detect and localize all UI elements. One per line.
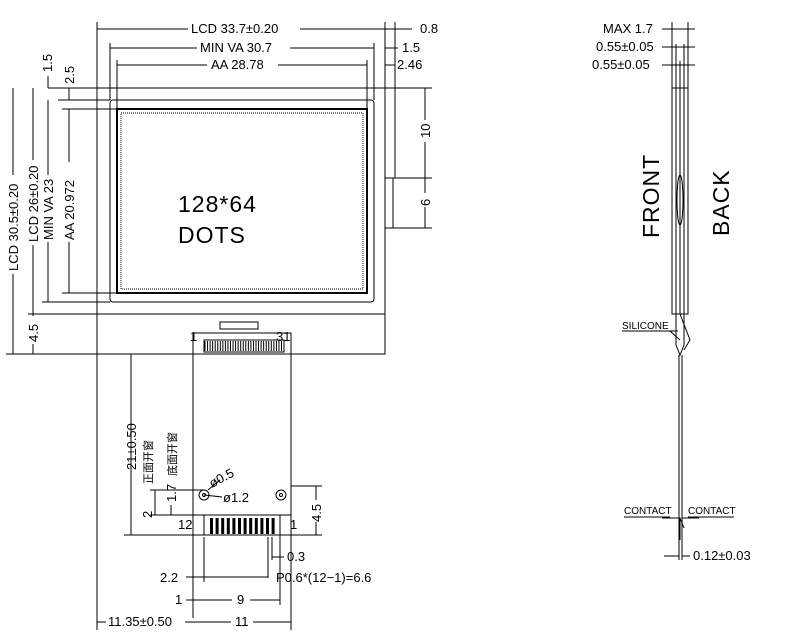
dim-r-1-5: 1.5 <box>402 40 420 55</box>
screen-label-line2: DOTS <box>178 222 246 248</box>
side-label-front: FRONT <box>638 154 664 238</box>
dim-r-10: 10 <box>418 124 433 138</box>
pin-label-top-right: 31 <box>276 329 290 344</box>
dim-2: 2 <box>140 511 155 518</box>
dim-hole-0-5: ø0.5 <box>206 465 236 490</box>
front-view: 128*64 DOTS 1 31 12 1 <box>6 21 438 630</box>
dim-l-2-5: 2.5 <box>62 66 77 84</box>
fpc-contact-pad <box>243 518 247 534</box>
connector-slot <box>219 321 259 330</box>
dim-l-4-5: 4.5 <box>26 324 41 342</box>
dim-l-1-5: 1.5 <box>40 54 55 72</box>
active-area-outer <box>116 108 368 294</box>
dim-min-va-width: MIN VA 30.7 <box>200 40 272 55</box>
dim-11: 11 <box>235 614 249 629</box>
note-front-window: 正面开窗 <box>141 440 155 484</box>
fpc-contact-pad <box>238 518 241 534</box>
dim-11-35: 11.35±0.50 <box>108 614 172 629</box>
dim-0-3: 0.3 <box>287 549 305 564</box>
dim-fpc-length: 21±0.50 <box>124 423 139 470</box>
dim-aa-h: AA 20.972 <box>62 180 77 240</box>
fpc-contact-pad <box>249 518 253 534</box>
dim-1-7: 1.7 <box>164 484 179 502</box>
screen-label-line1: 128*64 <box>178 191 257 217</box>
active-area-inner <box>120 112 364 290</box>
side-max-thickness: MAX 1.7 <box>603 21 653 36</box>
dim-lcd-26: LCD 26±0.20 <box>26 165 41 242</box>
top-dimensions: LCD 33.7±0.20 0.8 MIN VA 30.7 1.5 AA 28.… <box>96 21 438 178</box>
side-fpc-thickness: 0.12±0.03 <box>693 548 751 563</box>
fpc-tail: 12 1 <box>178 332 297 578</box>
side-thickness-1: 0.55±0.05 <box>596 39 654 54</box>
fpc-contact-pad <box>260 518 264 534</box>
dim-9: 9 <box>237 592 244 607</box>
pin-label-top-left: 1 <box>190 329 197 344</box>
side-label-back: BACK <box>708 169 734 236</box>
min-view-area <box>109 99 375 303</box>
note-back-window: 底面开窗 <box>165 432 179 476</box>
dim-r-6: 6 <box>418 199 433 206</box>
pin-label-bottom-left: 12 <box>178 517 192 532</box>
alignment-hole-right <box>275 489 287 501</box>
dim-1: 1 <box>175 592 182 607</box>
dim-r-0-8: 0.8 <box>420 21 438 36</box>
fpc-dimensions: 21±0.50 正面开窗 底面开窗 1.7 2 ø0.5 ø1.2 4.5 0.… <box>96 354 371 630</box>
dim-lcd-width: LCD 33.7±0.20 <box>191 21 278 36</box>
left-dimensions: 1.5 2.5 LCD 30.5±0.20 LCD 26±0.20 MIN VA… <box>6 54 117 355</box>
side-contact-left: CONTACT <box>624 506 672 517</box>
side-silicone-label: SILICONE <box>622 321 669 332</box>
right-dimensions: 10 6 <box>385 87 433 229</box>
dim-lcd-height: LCD 30.5±0.20 <box>6 184 21 271</box>
dim-r-2-46: 2.46 <box>397 57 422 72</box>
side-view: MAX 1.7 0.55±0.05 0.55±0.05 FRONT BACK S… <box>592 21 751 563</box>
fpc-contact-pad <box>210 518 213 534</box>
fpc-contact-pad <box>215 518 219 534</box>
fpc-contact-pad <box>266 518 269 534</box>
dim-min-va-h: MIN VA 23 <box>41 179 56 240</box>
dim-aa-width: AA 28.78 <box>211 57 264 72</box>
fpc-contact-pad <box>271 518 275 534</box>
side-contact-right: CONTACT <box>688 506 736 517</box>
side-thickness-2: 0.55±0.05 <box>592 57 650 72</box>
dim-hole-1-2: ø1.2 <box>223 490 249 505</box>
dim-4-5-bottom: 4.5 <box>309 504 324 522</box>
fpc-contact-pad <box>254 518 258 534</box>
pin-label-bottom-right: 1 <box>290 517 297 532</box>
dim-pitch: P0.6*(12−1)=6.6 <box>276 570 371 585</box>
fpc-contact-pad <box>226 518 230 534</box>
fpc-contact-pad <box>232 518 236 534</box>
dim-2-2: 2.2 <box>160 570 178 585</box>
fpc-contact-pad <box>221 518 225 534</box>
